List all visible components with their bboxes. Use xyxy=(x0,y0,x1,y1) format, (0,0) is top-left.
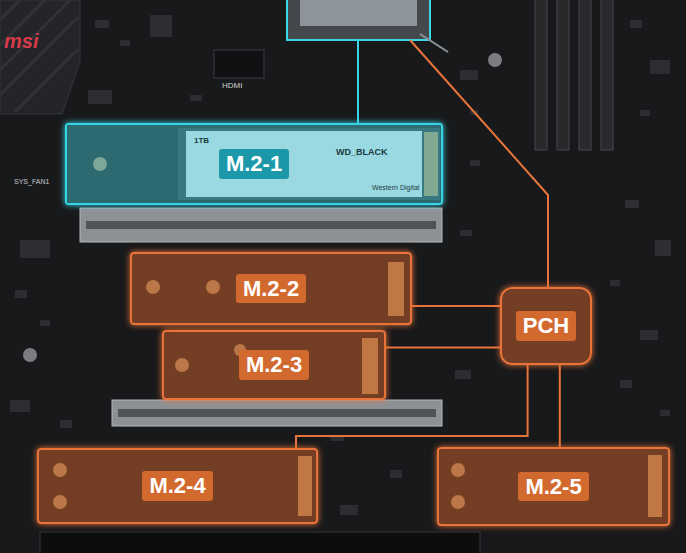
capacity-text: 1TB xyxy=(194,137,209,146)
dimm-slots xyxy=(535,0,613,150)
pcie-slot-groove xyxy=(86,221,436,229)
ssd-maker: Western Digital xyxy=(372,184,419,192)
ssd-brand: WD_BLACK xyxy=(336,148,388,158)
pcie-lane-link xyxy=(412,305,500,307)
m2-slot: M.2-2 xyxy=(130,252,412,325)
m2-slot: M.2-1 xyxy=(65,123,443,205)
m2-slot: M.2-3 xyxy=(162,330,386,400)
slot-label: M.2-3 xyxy=(239,350,309,379)
header-name: SYS_FAN1 xyxy=(14,178,49,186)
pcie-slot xyxy=(80,208,442,242)
m2-slot: M.2-5 xyxy=(437,447,670,526)
cpu-socket-plate xyxy=(300,0,417,26)
chipset-box: PCH xyxy=(500,287,592,365)
pcie-slot-groove xyxy=(118,409,436,417)
mounting-hole xyxy=(23,348,37,362)
heatsink xyxy=(0,0,80,114)
pcie-lane-link xyxy=(386,347,500,349)
expansion-slot xyxy=(40,532,480,553)
pcie-lane-link xyxy=(559,365,561,447)
slot-label: PCH xyxy=(516,311,576,340)
socket-lever xyxy=(420,34,448,52)
hdmi-connector xyxy=(214,50,264,78)
board-components xyxy=(10,15,671,515)
cpu-to-m2-wire xyxy=(357,40,359,123)
slot-label: M.2-4 xyxy=(142,471,212,500)
port-name: HDMI xyxy=(222,82,242,91)
m2-slot: M.2-4 xyxy=(37,448,318,524)
heatsink-fins xyxy=(0,0,78,112)
cpu-socket xyxy=(287,0,430,40)
mounting-hole xyxy=(488,53,502,67)
slot-label: M.2-1 xyxy=(219,149,289,178)
brand-logo: msi xyxy=(4,30,38,52)
slot-label: M.2-2 xyxy=(236,274,306,303)
slot-label: M.2-5 xyxy=(518,472,588,501)
pcie-slot xyxy=(112,400,442,426)
